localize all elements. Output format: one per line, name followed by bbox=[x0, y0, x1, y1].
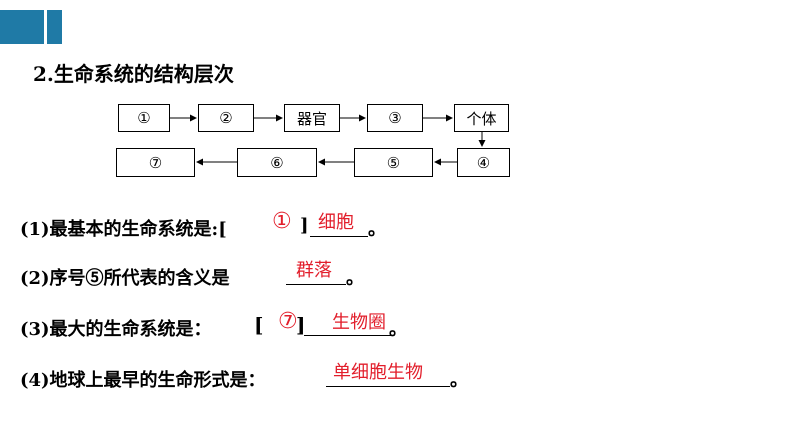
diagram-box-r1-3: ③ bbox=[367, 104, 423, 132]
question-2-end: 。 bbox=[346, 268, 364, 289]
question-3-open-bracket: [ bbox=[254, 313, 264, 337]
diagram-box-r1-2: ② bbox=[198, 104, 254, 132]
question-1-underline bbox=[310, 236, 368, 237]
question-3-end: 。 bbox=[389, 319, 407, 340]
question-1-close-bracket: ] bbox=[300, 215, 309, 236]
diagram-box-r1-organ: 器官 bbox=[284, 104, 340, 132]
question-4-end: 。 bbox=[450, 370, 468, 391]
question-1-number: ① bbox=[272, 209, 292, 234]
diagram-box-r2-4: ④ bbox=[457, 148, 510, 177]
header-decoration-bar bbox=[47, 10, 62, 44]
question-1-end: 。 bbox=[368, 219, 386, 240]
question-3-close-bracket: ] bbox=[296, 313, 306, 337]
section-heading: 2.生命系统的结构层次 bbox=[33, 62, 234, 86]
diagram-box-r2-6: ⑥ bbox=[237, 148, 317, 177]
diagram-box-r1-1: ① bbox=[118, 104, 170, 132]
question-2-answer: 群落 bbox=[296, 260, 332, 281]
question-4-underline bbox=[326, 386, 450, 387]
diagram-box-r2-7: ⑦ bbox=[116, 148, 195, 177]
header-decoration-block bbox=[0, 10, 44, 44]
question-2-underline bbox=[286, 284, 346, 285]
question-2-label: (2)序号⑤所代表的含义是 bbox=[20, 268, 230, 289]
question-3-answer: 生物圈 bbox=[332, 312, 386, 333]
question-1-answer: 细胞 bbox=[318, 212, 354, 233]
question-4-label: (4)地球上最早的生命形式是： bbox=[20, 370, 266, 391]
diagram-box-r2-5: ⑤ bbox=[354, 148, 433, 177]
question-4-answer: 单细胞生物 bbox=[333, 362, 423, 383]
question-1-label: (1)最基本的生命系统是:[ bbox=[20, 219, 227, 240]
question-3-label: (3)最大的生命系统是： bbox=[20, 319, 212, 340]
question-3-number: ⑦ bbox=[278, 309, 298, 334]
question-3-underline bbox=[304, 335, 392, 336]
diagram-box-r1-individual: 个体 bbox=[454, 104, 509, 132]
